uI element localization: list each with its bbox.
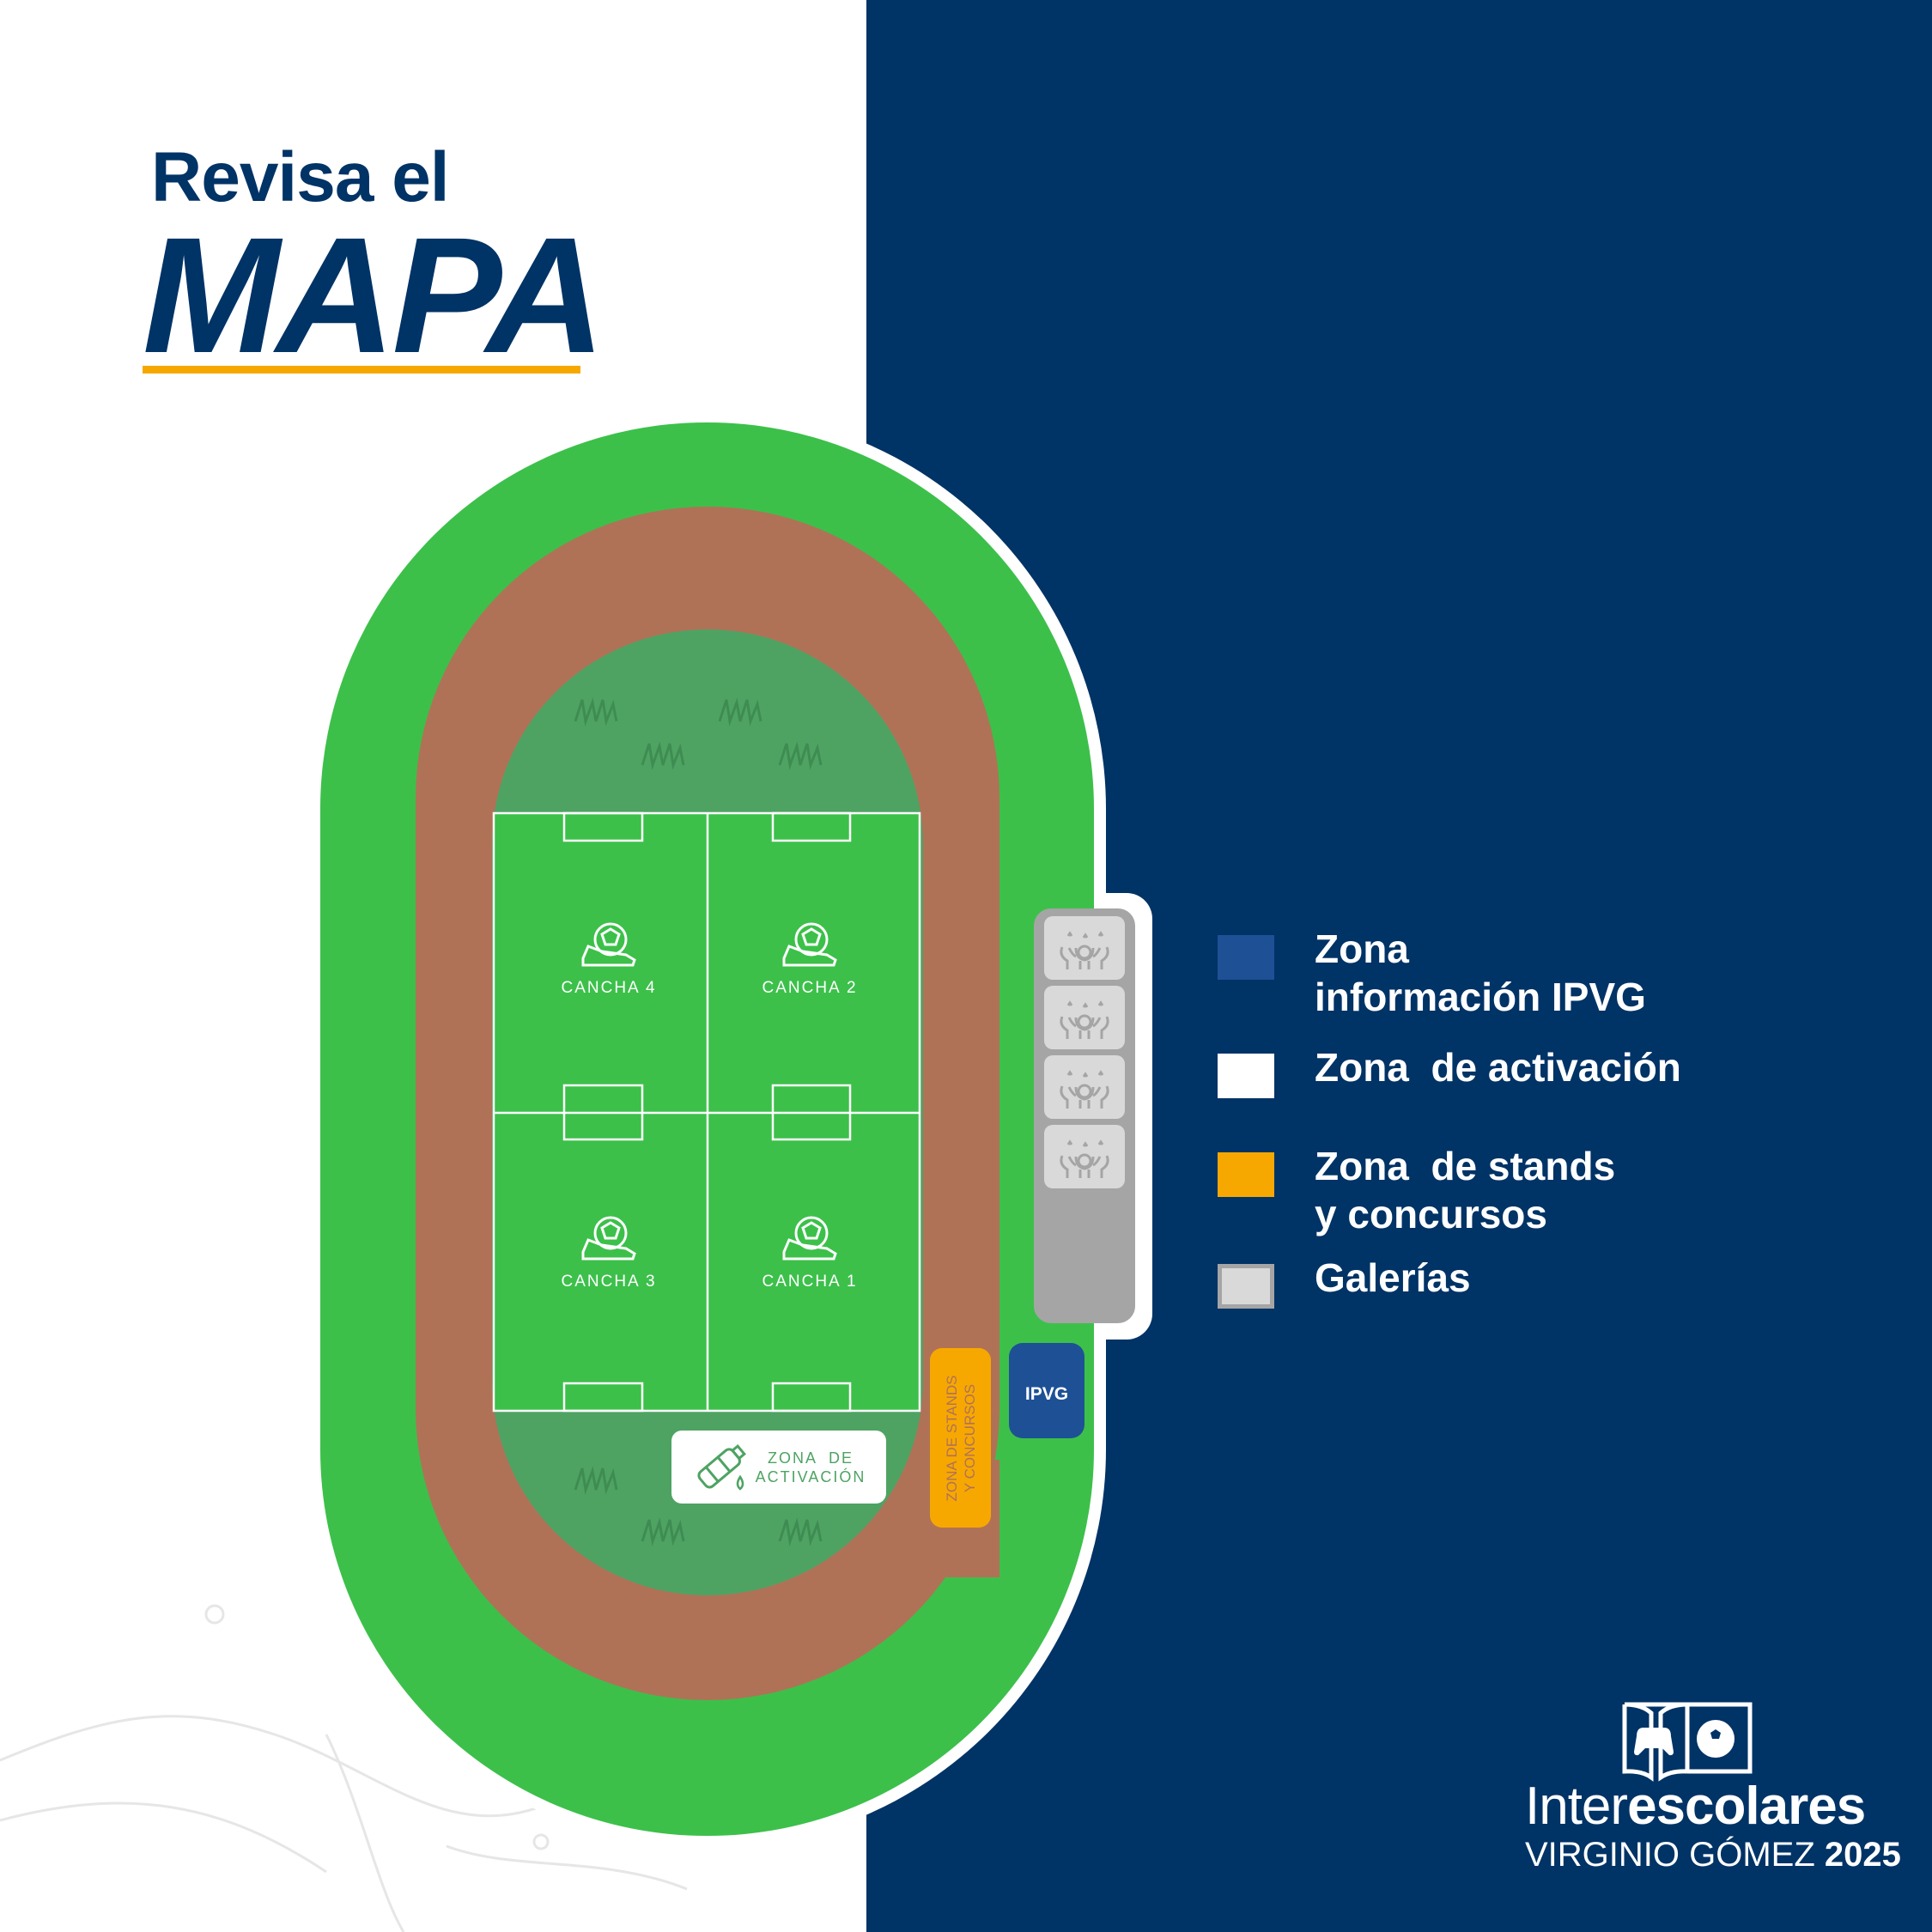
field-cancha-1: CANCHA 1	[762, 1216, 857, 1291]
legend-label: y concursos	[1315, 1192, 1547, 1236]
logo-word-light: Inter	[1525, 1777, 1628, 1836]
cheering-crowd-icon	[1060, 931, 1109, 969]
legend-swatch	[1218, 1264, 1274, 1309]
field-label: CANCHA 3	[561, 1273, 656, 1291]
legend-label: información IPVG	[1315, 975, 1646, 1019]
title-line2: MAPA	[143, 203, 605, 387]
ipvg-label: IPVG	[1025, 1384, 1068, 1404]
stands-zone-label: ZONA DE STANDS	[944, 1375, 960, 1501]
soccer-fields	[492, 811, 921, 1413]
field-cancha-2: CANCHA 2	[762, 922, 857, 997]
water-bottle-icon	[697, 1444, 746, 1489]
legend-label: Zona de stands	[1315, 1144, 1616, 1188]
soccer-cleat-ball-icon	[782, 1216, 837, 1261]
legend-swatch	[1218, 1152, 1274, 1197]
stands-zone: ZONA DE STANDS Y CONCURSOS	[930, 1348, 991, 1528]
legend-label: Zona	[1315, 927, 1409, 971]
decorative-lines	[0, 1604, 688, 1932]
legend-item-activation: Zona de activación	[1218, 1045, 1681, 1098]
field-cancha-4: CANCHA 4	[561, 922, 656, 997]
field-label: CANCHA 2	[762, 979, 857, 997]
title-underline	[143, 366, 580, 374]
field-cancha-3: CANCHA 3	[561, 1216, 656, 1291]
logo-word-bold: escolares	[1627, 1777, 1866, 1836]
stands-zone-label: Y CONCURSOS	[962, 1384, 978, 1492]
galleries	[1034, 908, 1135, 1323]
activation-zone: ZONA DE ACTIVACIÓN	[671, 1431, 886, 1504]
soccer-cleat-ball-icon	[581, 1216, 636, 1261]
logo-sub-light: VIRGINIO GÓMEZ	[1525, 1836, 1815, 1874]
legend-label: Zona de activación	[1315, 1045, 1681, 1090]
gallery-section	[1044, 916, 1125, 980]
legend-swatch	[1218, 935, 1274, 980]
ipvg-zone: IPVG	[1009, 1343, 1084, 1438]
soccer-cleat-ball-icon	[782, 922, 837, 967]
legend-item-galleries: Galerías	[1218, 1255, 1471, 1309]
field-label: CANCHA 1	[762, 1273, 857, 1291]
title-line1: Revisa el	[151, 138, 450, 216]
activation-zone-label: ZONA DE	[768, 1449, 854, 1467]
legend-swatch	[1218, 1054, 1274, 1098]
book-game-ball-icon	[1622, 1702, 1753, 1782]
legend-label: Galerías	[1315, 1255, 1471, 1300]
water-drop-icon	[736, 1474, 744, 1491]
logo-sub-year: 2025	[1824, 1836, 1901, 1874]
activation-zone-label: ACTIVACIÓN	[756, 1467, 866, 1485]
field-label: CANCHA 4	[561, 979, 656, 997]
soccer-cleat-ball-icon	[581, 922, 636, 967]
grass-tuft-icons	[574, 697, 823, 1546]
